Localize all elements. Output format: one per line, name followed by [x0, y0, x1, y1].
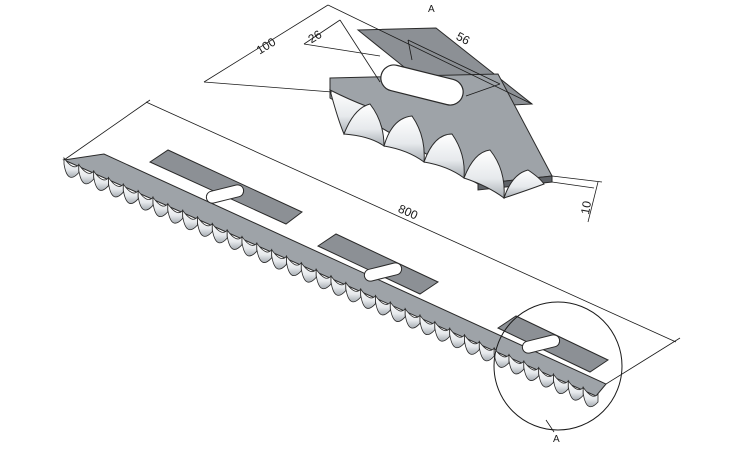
- overall-dimension: [63, 99, 681, 385]
- dimension-overall-length: 800: [396, 202, 420, 223]
- dimension-slot-offset: 26: [306, 27, 325, 46]
- slot-3: [521, 334, 561, 354]
- blade-teeth: [63, 156, 599, 408]
- detail-view: 100 26 56 10 A: [203, 4, 603, 223]
- mount-plate-2: [316, 233, 440, 295]
- detail-leader: [545, 419, 555, 433]
- slot-2: [363, 262, 403, 282]
- detail-label-bottom: A: [553, 434, 560, 445]
- detail-label-top: A: [428, 4, 435, 15]
- detail-circle: [493, 301, 623, 431]
- detail-teeth: [329, 89, 545, 199]
- slot-1: [205, 184, 245, 204]
- dimension-slot-length: 56: [454, 29, 473, 48]
- main-blade: [62, 149, 610, 408]
- detail-slot: [380, 64, 464, 106]
- dimension-width: 10: [578, 200, 594, 216]
- mount-plate-1: [148, 149, 303, 225]
- blade-tooth: [582, 386, 599, 408]
- detail-dimensions: [203, 4, 603, 223]
